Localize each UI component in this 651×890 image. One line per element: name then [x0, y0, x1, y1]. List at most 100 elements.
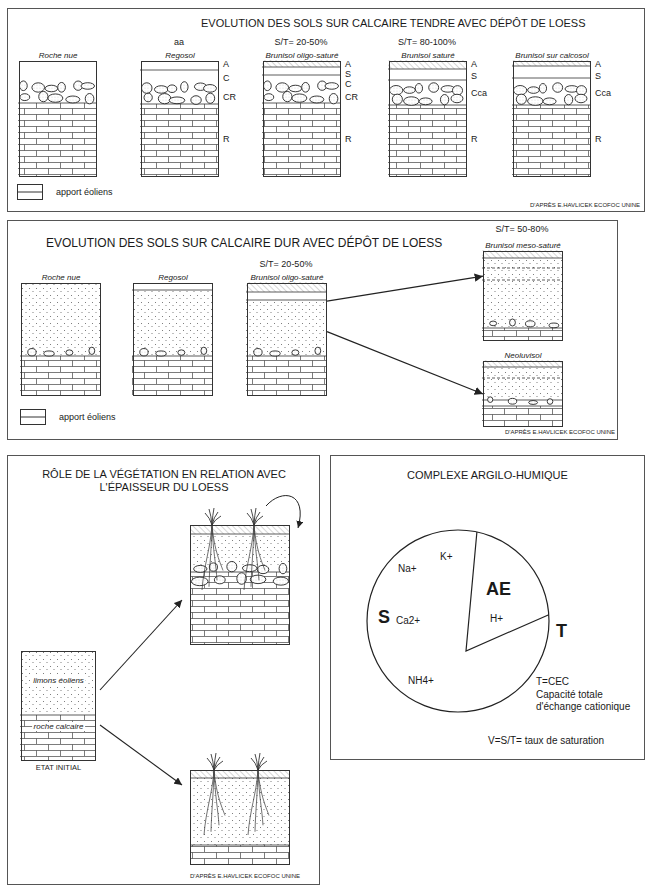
pebble-texture	[181, 82, 187, 91]
horizon-letter: R	[345, 135, 352, 145]
loess-silt	[132, 290, 212, 356]
pebble	[575, 94, 587, 102]
sector-letter: S	[378, 607, 390, 628]
horizon-letter: CR	[223, 93, 236, 103]
pebble-texture	[192, 578, 207, 585]
grass-blade	[258, 761, 267, 770]
grass-blade	[214, 761, 223, 770]
pebble	[508, 398, 516, 404]
horizon-line	[20, 715, 95, 716]
pebble	[191, 96, 201, 105]
root	[255, 770, 258, 832]
pebble	[564, 95, 572, 105]
pebble-texture	[156, 352, 165, 356]
profile-caption: Brunisol saturé	[401, 51, 454, 60]
pebble-texture	[517, 95, 526, 104]
pebble	[302, 82, 310, 92]
horizon-line	[190, 534, 290, 535]
horizon-line	[140, 70, 218, 71]
pebble	[142, 83, 153, 93]
horizon-letter: C	[345, 80, 352, 90]
pebble-texture	[293, 95, 307, 102]
horizon-line	[512, 78, 590, 79]
soil-profile: limons éoliensroche calcaireETAT INITIAL	[21, 651, 96, 761]
pebble	[292, 350, 299, 355]
pebble	[547, 399, 553, 405]
pebble	[276, 83, 289, 92]
pebble-texture	[44, 352, 53, 356]
credit: D'APRÈS E.HAVLICEK ECOFOC UNINE	[190, 873, 300, 880]
horizon-line	[246, 292, 326, 293]
circle-border	[367, 530, 549, 712]
legend-text: apport éoliens	[59, 412, 116, 422]
pebble-texture	[565, 95, 572, 104]
pebble	[528, 97, 543, 106]
pebble-texture	[277, 83, 288, 91]
pebble	[452, 86, 462, 96]
pebble-texture	[528, 97, 542, 104]
pebble	[510, 319, 516, 326]
pebble-texture	[514, 86, 526, 94]
pebble	[201, 347, 207, 354]
limestone-rock	[140, 104, 218, 176]
pebble	[45, 85, 58, 92]
pebble	[81, 83, 94, 90]
horizon-letter: CR	[345, 93, 358, 103]
definition: V=S/T= taux de saturation	[488, 735, 604, 747]
pebble-texture	[326, 83, 338, 88]
definition: Capacité totale d'échange cationique	[536, 689, 644, 712]
pebble-texture	[540, 84, 546, 92]
grass-blade	[255, 754, 258, 770]
pebble	[204, 85, 217, 93]
pebble-texture	[441, 95, 448, 104]
pebble	[66, 350, 73, 355]
pebble-texture	[20, 82, 27, 90]
evolution-arrow	[100, 725, 182, 785]
evolution-arrow	[327, 332, 483, 394]
cation: Ca2+	[396, 615, 420, 627]
horizon-line	[388, 80, 466, 81]
horizon-letter: C	[223, 74, 230, 84]
pebble-texture	[33, 83, 44, 91]
loess-silt	[246, 300, 326, 356]
pebble	[289, 85, 302, 92]
pebble	[490, 321, 497, 326]
root	[244, 525, 254, 590]
horizon-line	[388, 69, 466, 70]
pebble-texture	[254, 349, 261, 355]
total-letter: T	[556, 621, 567, 642]
panel-title: EVOLUTION DES SOLS SUR CALCAIRE DUR AVEC…	[46, 237, 442, 251]
panel-title: EVOLUTION DES SOLS SUR CALCAIRE TENDRE A…	[201, 17, 586, 30]
pebble-texture	[292, 350, 298, 354]
root	[202, 525, 212, 590]
pebble	[254, 349, 262, 356]
pebble	[32, 83, 45, 92]
pebble	[156, 351, 166, 356]
panel: EVOLUTION DES SOLS SUR CALCAIRE DUR AVEC…	[7, 220, 618, 440]
profile-caption: Roche nue	[39, 51, 78, 60]
soil-profile: Roche nue	[19, 61, 97, 177]
legend-item: apport éoliens	[17, 184, 113, 200]
pebble-texture	[274, 578, 288, 585]
root	[258, 770, 269, 816]
pebble-texture	[39, 92, 47, 101]
soil-profile: Regosol	[133, 283, 213, 396]
limestone-rock	[482, 328, 562, 340]
root	[254, 525, 265, 571]
pebble	[516, 94, 526, 104]
loess-silt	[482, 367, 562, 400]
pebble	[39, 91, 48, 101]
soil-profile: Brunisol saturé	[389, 61, 467, 177]
cation: K+	[440, 551, 453, 563]
pebble-texture	[488, 397, 492, 401]
pebble	[58, 82, 66, 92]
pebble	[325, 83, 338, 90]
saturation-rate: S/T= 20-50%	[275, 37, 328, 47]
horizon-line	[482, 268, 562, 269]
pebble	[66, 96, 80, 103]
pebble-texture	[490, 322, 496, 325]
pebble-texture	[420, 99, 432, 105]
saturation-rate: S/T= 50-80%	[496, 224, 549, 234]
pebble-texture	[453, 86, 462, 94]
pebble-texture	[204, 85, 216, 91]
